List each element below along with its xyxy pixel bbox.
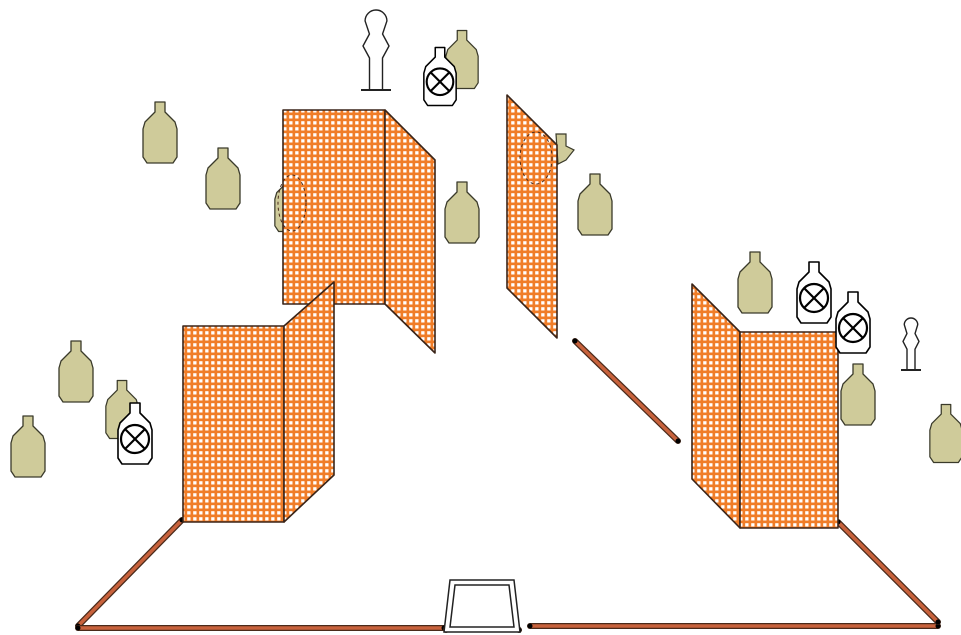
fault-line (527, 623, 941, 629)
no-shoot-target (796, 261, 832, 324)
paper-target (205, 147, 241, 210)
popper-target (361, 9, 391, 91)
wall-panel (691, 283, 741, 529)
paper-target (929, 403, 961, 464)
fault-line (75, 625, 447, 631)
paper-target (10, 415, 46, 478)
paper-target (444, 181, 480, 244)
shooting-box (443, 579, 521, 633)
fault-line (572, 338, 681, 444)
no-shoot-target (835, 291, 871, 354)
paper-target (737, 251, 773, 314)
paper-target (840, 363, 876, 426)
hidden-target-outline (277, 174, 307, 232)
wall-panel (506, 94, 558, 339)
wall-panel (739, 331, 839, 529)
fault-line (835, 519, 941, 625)
paper-target (58, 340, 94, 403)
popper-target (901, 317, 921, 371)
wall-panel (283, 281, 335, 523)
no-shoot-target (117, 402, 153, 465)
wall-panel (282, 109, 386, 305)
wall-panel (182, 325, 285, 523)
wall-panel (384, 109, 436, 354)
fault-line (75, 517, 185, 629)
hidden-target-outline (519, 131, 553, 185)
paper-target (577, 173, 613, 236)
no-shoot-target (423, 46, 457, 107)
paper-target (142, 101, 178, 164)
paper-target (555, 133, 575, 165)
